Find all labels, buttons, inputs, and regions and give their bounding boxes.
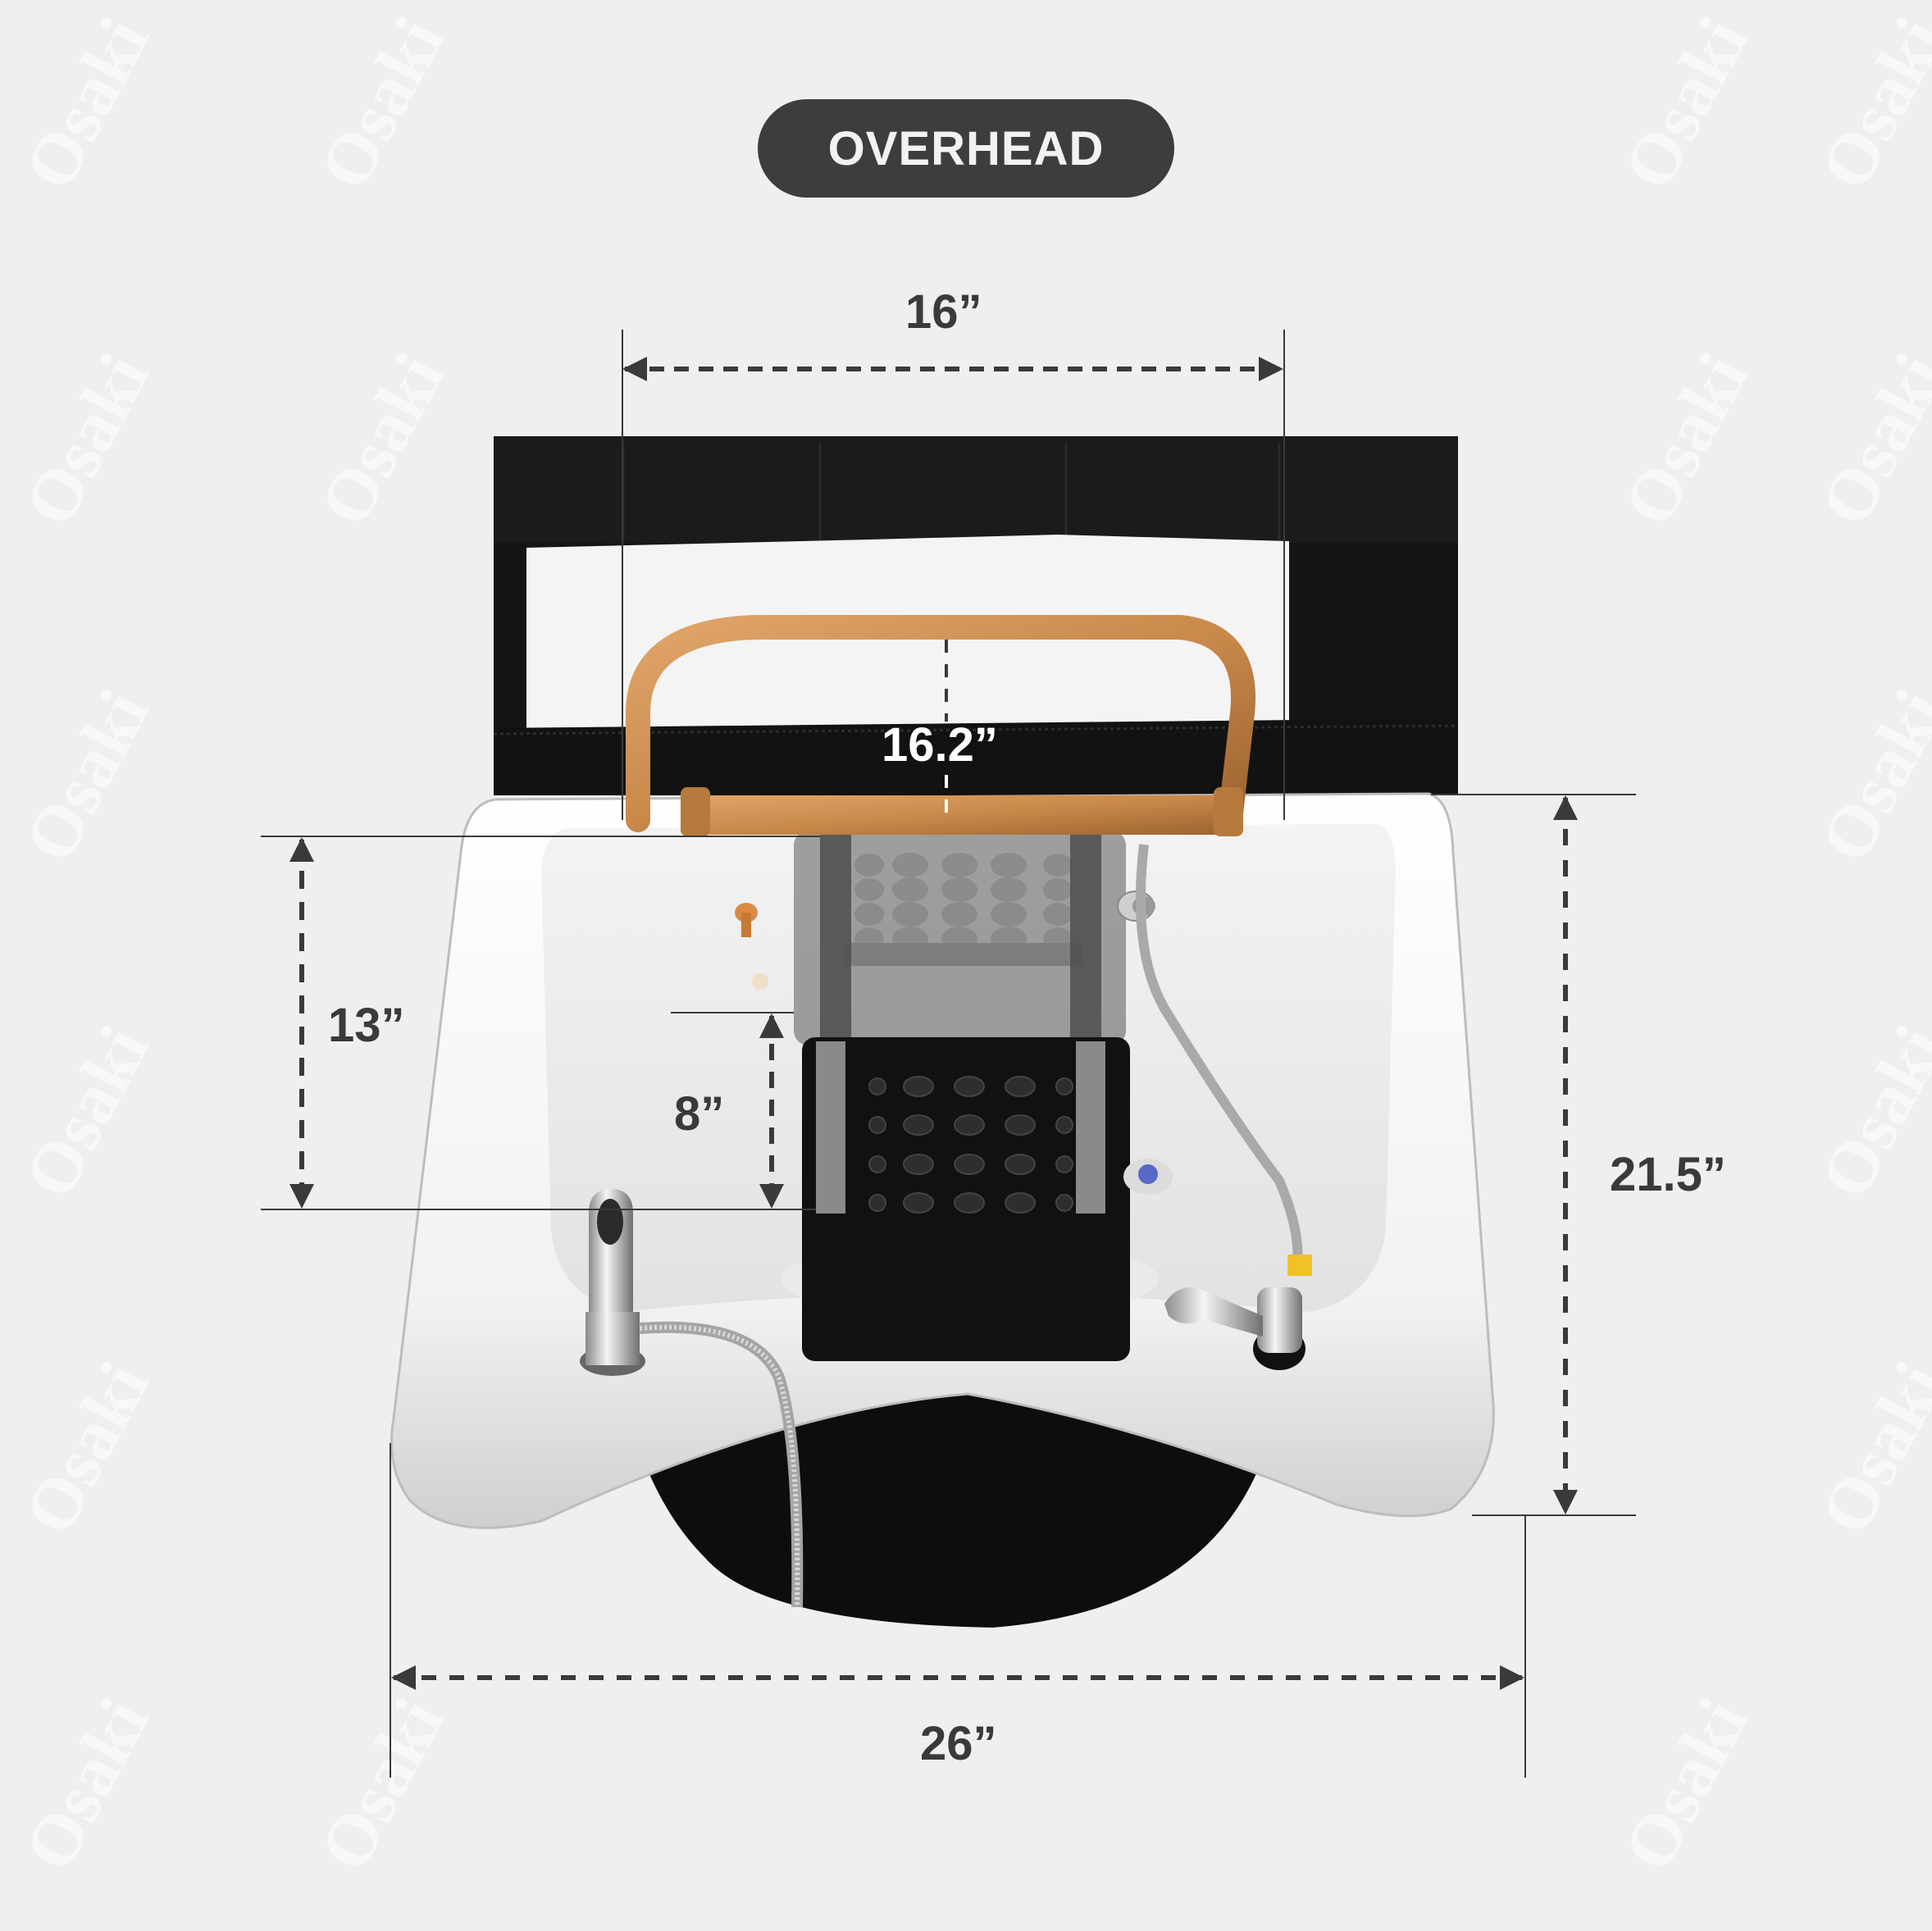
drain-plug (1123, 1159, 1173, 1195)
headrest (493, 436, 1459, 795)
view-title: OVERHEAD (827, 121, 1105, 175)
dimension-footrest-range (261, 836, 820, 1210)
dimension-label-handle-height: 16.2” (882, 718, 998, 772)
dimension-bottom-width (390, 1443, 1526, 1778)
orange-fitting (735, 903, 758, 937)
supply-hose (1135, 844, 1303, 1277)
dimension-label-footrest-range: 13” (328, 999, 405, 1052)
dimension-label-depth: 21.5” (1610, 1148, 1726, 1201)
footrest-raised (794, 831, 1126, 1045)
dimension-depth (1431, 794, 1636, 1516)
dimension-footrest-step (671, 1012, 794, 1209)
dimension-label-top-width: 16” (905, 285, 982, 339)
dimension-label-bottom-width: 26” (920, 1717, 997, 1770)
view-title-badge: OVERHEAD (758, 99, 1174, 198)
dimension-label-footrest-step: 8” (674, 1087, 725, 1141)
gold-handle (626, 615, 1255, 836)
cream-plug (752, 973, 768, 990)
footrest-lowered (802, 1037, 1130, 1361)
yellow-valve (1287, 1255, 1312, 1276)
hose-holder (1164, 1287, 1305, 1370)
dimension-top-width (622, 330, 1285, 820)
